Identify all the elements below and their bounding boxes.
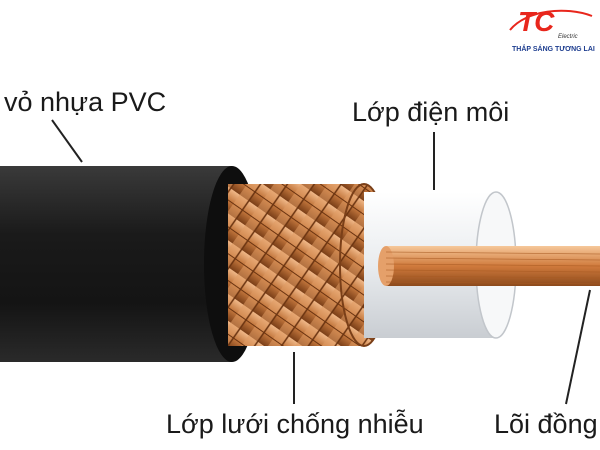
logo-swoosh-icon — [509, 9, 593, 31]
label-pvc-jacket: vỏ nhựa PVC — [4, 87, 167, 117]
logo-tagline: THẮP SÁNG TƯƠNG LAI — [512, 46, 595, 53]
logo-subtitle: Electric — [558, 34, 578, 40]
copper-strands — [385, 251, 600, 285]
leader-core — [565, 289, 591, 405]
label-shield: Lớp lưới chống nhiễu — [166, 409, 424, 439]
logo-mark: TC — [518, 6, 554, 37]
leader-pvc — [51, 119, 83, 163]
brand-logo: TC Electric THẮP SÁNG TƯƠNG LAI — [500, 6, 600, 58]
label-dielectric: Lớp điện môi — [352, 97, 510, 127]
pvc-jacket — [0, 166, 232, 362]
label-core: Lõi đồng — [494, 409, 598, 439]
